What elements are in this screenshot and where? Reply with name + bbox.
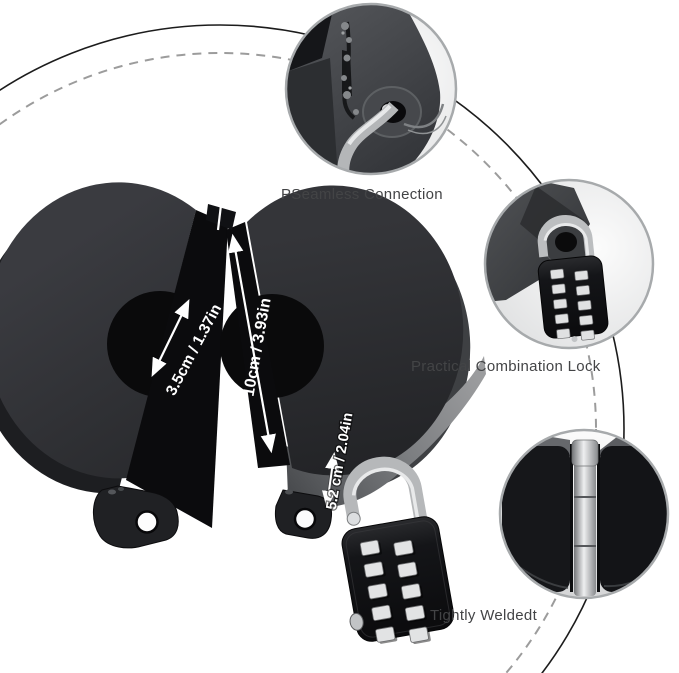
- dimension-arrow-outer: [228, 233, 276, 454]
- caption-combination-lock: Practical Combination Lock: [411, 358, 601, 375]
- padlock-buttons: [359, 539, 431, 644]
- dimension-arrow-height: [322, 452, 339, 508]
- weld-speck: [118, 487, 124, 491]
- caption-seamless-connection: PSeamless Connection: [281, 186, 443, 203]
- left-lock-tab: [93, 485, 179, 549]
- connector-circle-dashed: [0, 52, 597, 673]
- closeup-hinge-pin: [574, 442, 596, 596]
- weld-beads: [341, 22, 359, 115]
- closeup-padlock-body: [537, 255, 609, 339]
- closeup-padlock: [537, 215, 609, 343]
- left-tab-hole: [135, 510, 159, 534]
- closeup-padlock-buttons: [549, 268, 595, 341]
- closeup-padlock-shackle: [537, 215, 595, 261]
- callout-tightly-welded: [498, 428, 670, 600]
- shackle-highlight: [351, 467, 420, 520]
- caption-tightly-welded: Tightly Weldedt: [430, 607, 538, 624]
- closeup-shackle-highlight: [347, 104, 392, 146]
- pin-gap-shadow: [597, 444, 600, 592]
- cable-wire: [403, 103, 445, 129]
- weld-speck: [108, 489, 116, 495]
- shackle-tip: [346, 511, 361, 526]
- callout-ring: [498, 428, 670, 600]
- combination-padlock: [341, 456, 455, 644]
- cable-wire: [407, 115, 447, 135]
- closeup-tab-hole: [555, 232, 577, 252]
- padlock-body-bevel: [345, 520, 450, 638]
- closeup-shackle-highlight: [543, 222, 590, 259]
- padlock-shackle: [343, 456, 428, 524]
- callout-ring: [483, 178, 655, 350]
- closeup-left-block: [502, 446, 570, 592]
- reset-knob: [349, 612, 364, 631]
- callout-combination-lock: [483, 178, 655, 350]
- right-tab-hole: [293, 507, 317, 531]
- dimension-arrow-inner: [151, 299, 190, 377]
- hinge: [206, 204, 236, 231]
- closeup-reset-knob: [571, 336, 578, 343]
- connector-circle-solid: [0, 24, 625, 673]
- closeup-facet-side: [286, 58, 338, 174]
- pin-gap-shadow: [570, 444, 573, 592]
- callout-seamless-connection: [284, 2, 458, 176]
- closeup-right-block: [600, 446, 668, 592]
- weld-speck: [285, 489, 293, 495]
- callout-ring: [284, 2, 458, 176]
- hinge-pin-cap: [571, 439, 599, 467]
